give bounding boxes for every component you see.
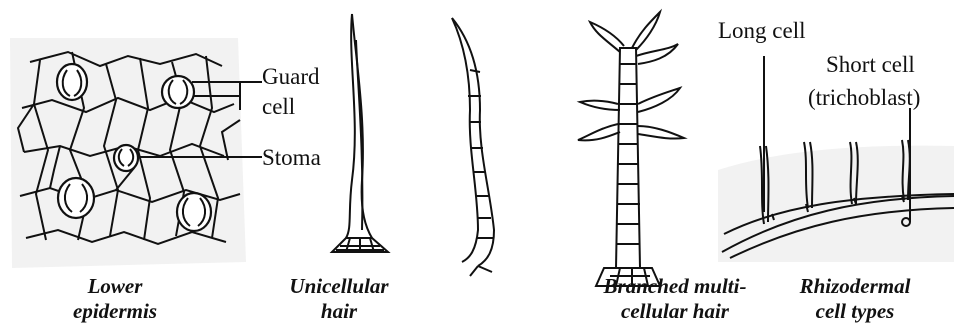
caption-line: Lower	[20, 274, 210, 299]
label-trichoblast: (trichoblast)	[808, 85, 920, 111]
caption-lower-epidermis: Lower epidermis	[20, 274, 210, 324]
lower-epidermis-figure	[10, 38, 262, 268]
caption-line: hair	[254, 299, 424, 324]
label-long-cell: Long cell	[718, 18, 806, 44]
label-stoma: Stoma	[262, 145, 321, 171]
caption-line: Branched multi-	[580, 274, 770, 299]
caption-unicellular-hair: Unicellular hair	[254, 274, 424, 324]
caption-line: Rhizodermal	[770, 274, 940, 299]
caption-branched-hair: Branched multi- cellular hair	[580, 274, 770, 324]
caption-line: epidermis	[20, 299, 210, 324]
unicellular-hair-figure	[332, 14, 388, 252]
multicellular-hair-figure	[452, 18, 494, 276]
caption-line: Unicellular	[254, 274, 424, 299]
label-guard: Guard	[262, 64, 319, 90]
caption-rhizodermal: Rhizodermal cell types	[770, 274, 940, 324]
label-short-cell: Short cell	[826, 52, 915, 78]
caption-line: cellular hair	[580, 299, 770, 324]
branched-hair-figure	[578, 12, 684, 286]
label-cell: cell	[262, 94, 295, 120]
caption-line: cell types	[770, 299, 940, 324]
